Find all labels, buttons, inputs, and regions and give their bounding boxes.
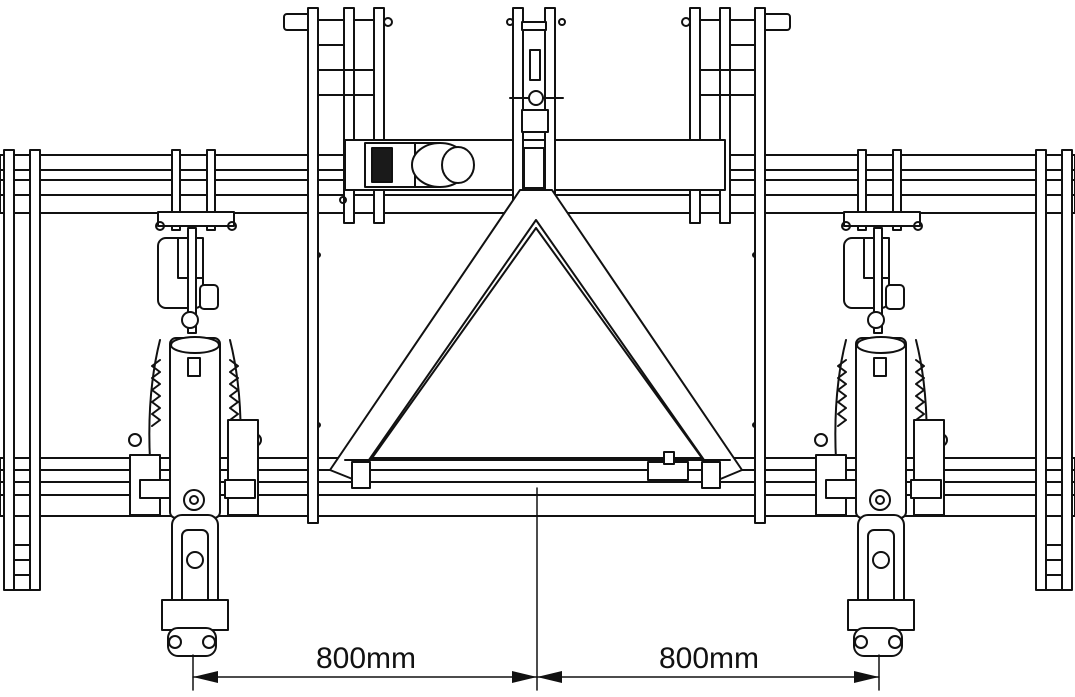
right-upper-link-arms bbox=[682, 8, 790, 523]
left-end-bracket bbox=[4, 150, 40, 590]
arrowhead bbox=[854, 671, 879, 683]
left-dimension-label: 800mm bbox=[316, 642, 416, 675]
left-upper-link-arms bbox=[284, 8, 392, 523]
dimension-lines bbox=[193, 488, 879, 690]
right-wheel-assembly bbox=[815, 150, 947, 656]
right-end-bracket bbox=[1036, 150, 1072, 590]
a-frame bbox=[330, 190, 742, 488]
arrowhead bbox=[512, 671, 537, 683]
arrowhead bbox=[537, 671, 562, 683]
left-wheel-assembly bbox=[129, 150, 261, 656]
right-dimension-label: 800mm bbox=[659, 642, 759, 675]
arrowhead bbox=[193, 671, 218, 683]
